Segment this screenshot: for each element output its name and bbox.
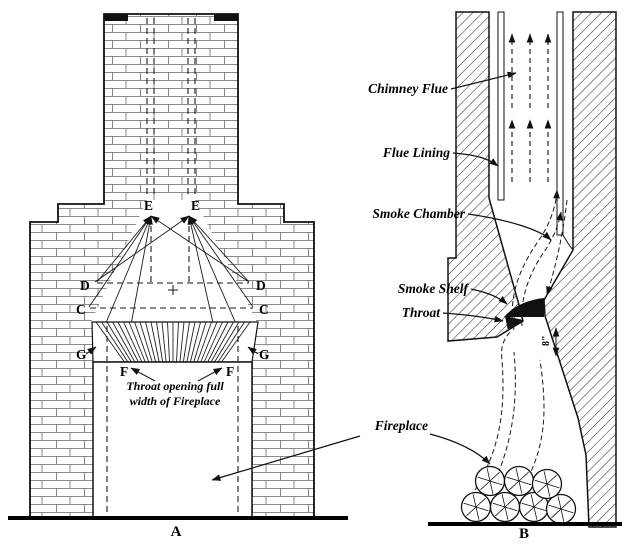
point-c-left: C <box>76 302 86 317</box>
flue-dashed-lines <box>146 18 196 282</box>
throat-note-line1: Throat opening full <box>126 379 224 393</box>
smoke-shelf-wedge <box>504 298 544 317</box>
point-e-left: E <box>144 198 153 213</box>
flue-lining-walls <box>497 11 574 251</box>
firewood-logs <box>460 465 577 525</box>
point-f-left: F <box>120 364 128 379</box>
callout-flue-lining-arrow <box>452 152 499 167</box>
chimney-cap-left <box>104 14 128 21</box>
callouts: Chimney Flue Flue Lining Smoke Chamber S… <box>211 71 552 481</box>
point-g-right: G <box>259 347 270 362</box>
callout-flue-lining: Flue Lining <box>382 145 450 160</box>
view-b-label: B <box>519 526 529 542</box>
chimney-cap-right <box>214 14 238 21</box>
callout-fireplace-arrow-right <box>429 433 491 465</box>
callout-smoke-shelf-arrow <box>470 288 508 305</box>
point-d-right: D <box>256 278 266 293</box>
fan-lintel-lines <box>95 321 251 363</box>
throat-note-line2: width of Fireplace <box>130 394 221 408</box>
throat-damper-tip <box>505 316 523 331</box>
g-arrow-left <box>85 346 97 355</box>
view-a-label: A <box>171 524 182 540</box>
callout-fireplace: Fireplace <box>374 418 428 433</box>
callout-chimney-flue: Chimney Flue <box>368 81 448 96</box>
callout-smoke-chamber: Smoke Chamber <box>372 206 465 221</box>
point-g-left: G <box>76 347 87 362</box>
throat-dimension-text: 8" <box>541 335 552 346</box>
fireplace-opening <box>92 361 253 519</box>
point-e-right: E <box>191 198 200 213</box>
callout-smoke-shelf: Smoke Shelf <box>398 281 470 296</box>
point-c-right: C <box>259 302 269 317</box>
point-f-right: F <box>226 364 234 379</box>
callout-fireplace-arrow-left <box>211 435 361 481</box>
fan-lintel-area <box>91 321 259 363</box>
callout-chimney-flue-arrow <box>450 71 517 90</box>
point-d-left: D <box>80 278 90 293</box>
note-arrow-left <box>130 367 156 382</box>
view-a-front-elevation: E E D D C C G G F F Throat opening full … <box>8 13 348 540</box>
view-b-section: 8" B <box>428 11 622 542</box>
throat-dimension: 8" <box>541 327 560 357</box>
note-arrow-right <box>197 367 223 382</box>
callout-throat: Throat <box>402 305 442 320</box>
back-wall-mass <box>543 11 617 528</box>
callout-throat-arrow <box>442 312 504 323</box>
callout-smoke-chamber-arrow <box>467 213 552 241</box>
smoke-chamber-projection <box>92 200 256 323</box>
g-arrow-right <box>247 346 259 355</box>
center-mark <box>168 285 178 295</box>
flue-updraft-arrows <box>508 33 552 182</box>
